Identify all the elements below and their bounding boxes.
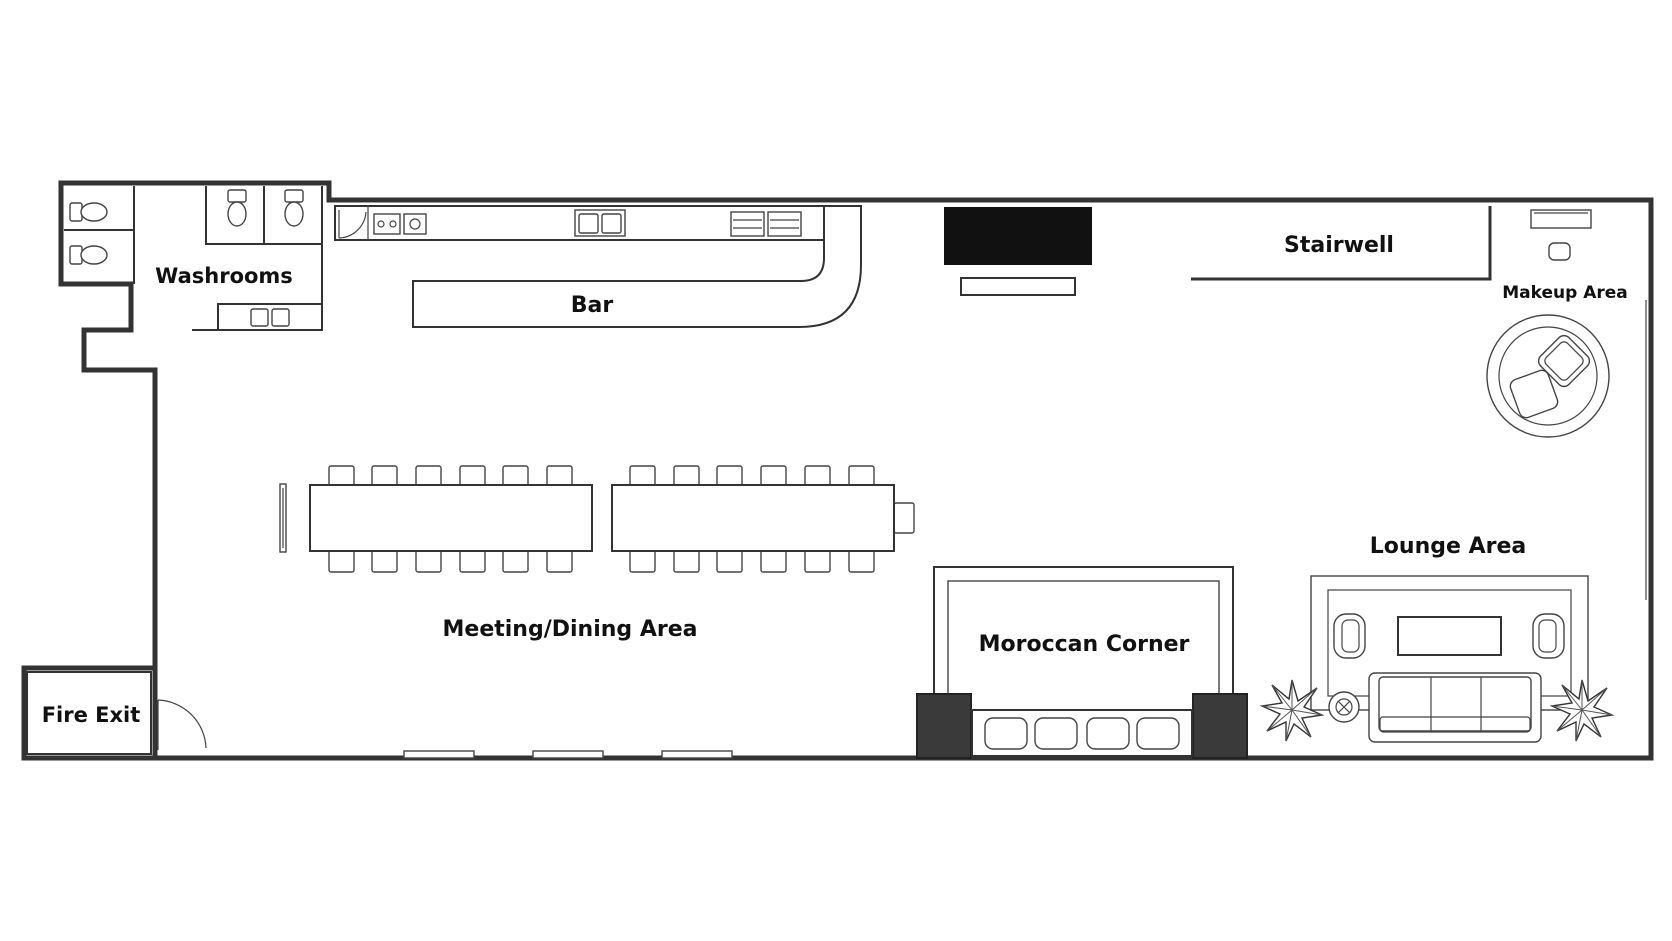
fire-exit: Fire Exit [42, 699, 207, 750]
stove-icon [730, 211, 802, 237]
chair-icon [760, 549, 787, 573]
chair-icon [371, 549, 398, 573]
makeup-area: Makeup Area [1486, 209, 1628, 438]
bench-cushion [1136, 717, 1180, 750]
pillar [916, 693, 972, 759]
makeup-stool [1548, 242, 1571, 261]
chair-icon [1509, 369, 1559, 419]
moroccan-corner: Moroccan Corner [916, 566, 1248, 759]
toilet-icon [69, 245, 108, 265]
chair-icon [629, 549, 656, 573]
chair-icon [716, 465, 743, 488]
sink-icon [250, 308, 290, 327]
pillar [1192, 693, 1248, 759]
moroccan-corner-label: Moroccan Corner [979, 632, 1190, 657]
toilet-icon [284, 189, 304, 227]
window [532, 750, 604, 759]
bench-cushion [1034, 717, 1078, 750]
makeup-mirror [1530, 209, 1592, 229]
chair-icon [848, 549, 875, 573]
chair-icon [760, 465, 787, 488]
moroccan-frame [933, 566, 1234, 694]
stall-wall [64, 186, 135, 284]
fire-exit-label: Fire Exit [42, 703, 141, 727]
plant-icon [1549, 679, 1615, 742]
makeup-area-label: Makeup Area [1502, 283, 1628, 303]
chair-icon [546, 465, 573, 488]
chair-icon [502, 549, 529, 573]
stall-wall [205, 186, 323, 245]
bench-cushion [1086, 717, 1130, 750]
moroccan-rug [947, 580, 1220, 713]
window [403, 750, 475, 759]
dining-table [309, 484, 593, 552]
bar-label: Bar [571, 293, 614, 318]
chair-icon [673, 549, 700, 573]
chair-icon [459, 465, 486, 488]
outer-walls [21, 180, 1654, 761]
chair-icon [459, 549, 486, 573]
chair-icon [328, 465, 355, 488]
chair-icon [629, 465, 656, 488]
toilet-icon [69, 202, 108, 222]
windows [403, 750, 733, 759]
dining-table [611, 484, 895, 552]
vanity [217, 303, 323, 331]
chair-icon [1537, 334, 1591, 388]
washrooms: Washrooms [64, 186, 323, 331]
sofa [1368, 672, 1542, 743]
tv [944, 207, 1092, 296]
window [661, 750, 733, 759]
chair-icon [415, 465, 442, 488]
washrooms-label: Washrooms [155, 264, 293, 288]
toilet-icon [227, 189, 247, 227]
chair-icon [415, 549, 442, 573]
chair-icon [502, 465, 529, 488]
bar-counter [412, 205, 862, 328]
meeting-dining-area-label: Meeting/Dining Area [443, 617, 698, 642]
chair-icon [1333, 613, 1366, 659]
lounge-area-label: Lounge Area [1370, 534, 1526, 559]
tv-console [960, 277, 1076, 296]
bench-cushion [984, 717, 1028, 750]
chair-icon [804, 549, 831, 573]
stairwell-wall [1191, 206, 1492, 281]
bar-area: Bar [334, 205, 862, 328]
chair-icon [371, 465, 398, 488]
sink-icon [574, 209, 626, 237]
tv-screen [944, 207, 1092, 265]
plant-icon [1259, 679, 1325, 742]
chair-icon [893, 502, 915, 534]
fire-exit-inner [26, 671, 152, 755]
stairwell-label: Stairwell [1284, 233, 1394, 258]
chair-row [328, 549, 875, 573]
chair-icon [804, 465, 831, 488]
chair-icon [1532, 613, 1565, 659]
chair-icon [716, 549, 743, 573]
chair-icon [848, 465, 875, 488]
chair-row [328, 465, 875, 488]
chair-icon [328, 549, 355, 573]
lounge-area: Lounge Area [1259, 534, 1615, 743]
coffee-table [1397, 616, 1502, 656]
door-swing-icon [338, 210, 367, 239]
stove-icon [373, 213, 427, 235]
meeting-dining-area: Meeting/Dining Area [279, 465, 915, 642]
chair-icon [673, 465, 700, 488]
stairwell: Stairwell [1191, 206, 1492, 281]
side-table [1328, 691, 1360, 723]
door-swing-icon [157, 699, 207, 750]
chair-icon [546, 549, 573, 573]
